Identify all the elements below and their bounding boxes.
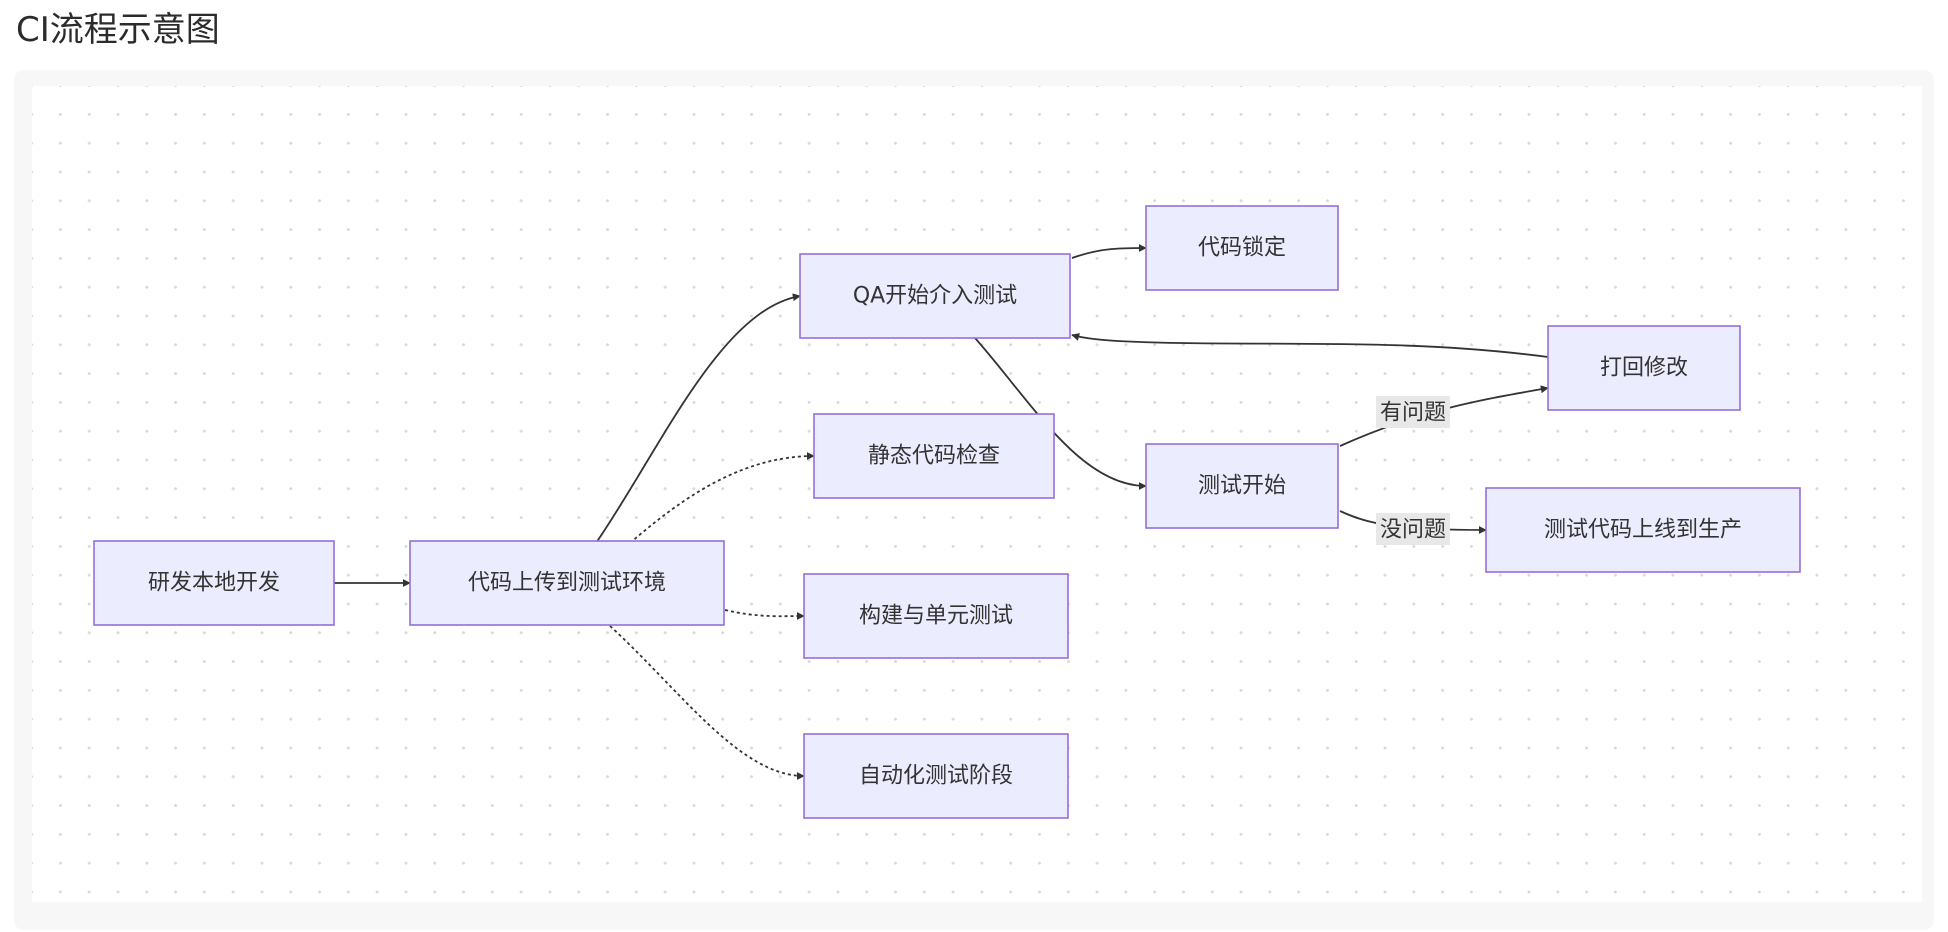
svg-text:测试代码上线到生产: 测试代码上线到生产 xyxy=(1544,518,1742,543)
edge-label-has-issue-bg xyxy=(1376,396,1450,428)
node-build-unit-test[interactable]: 构建与单元测试 xyxy=(803,573,1069,659)
svg-text:研发本地开发: 研发本地开发 xyxy=(148,571,280,596)
edge-qa-start-to-test-start xyxy=(974,337,1147,490)
edge-qa-start-to-code-lock xyxy=(1071,244,1147,259)
node-static-check[interactable]: 静态代码检查 xyxy=(813,413,1055,499)
svg-text:代码上传到测试环境: 代码上传到测试环境 xyxy=(468,571,666,596)
node-local-dev[interactable]: 研发本地开发 xyxy=(93,540,335,626)
svg-text:测试开始: 测试开始 xyxy=(1198,474,1286,499)
svg-text:QA开始介入测试: QA开始介入测试 xyxy=(853,284,1017,309)
edge-upload-to-auto-test xyxy=(609,625,805,780)
node-auto-test[interactable]: 自动化测试阶段 xyxy=(803,733,1069,819)
edge-send-back-to-qa-start xyxy=(1071,333,1549,358)
node-qa-start[interactable]: QA开始介入测试 xyxy=(799,253,1071,339)
edge-label-has-issue: 有问题 xyxy=(1380,401,1446,426)
node-code-lock[interactable]: 代码锁定 xyxy=(1145,205,1339,291)
edge-upload-to-qa-start xyxy=(595,293,801,544)
node-test-start[interactable]: 测试开始 xyxy=(1145,443,1339,529)
edge-upload-to-build-unit-test xyxy=(724,609,805,621)
node-deploy-prod[interactable]: 测试代码上线到生产 xyxy=(1485,487,1801,573)
edge-label-no-issue: 没问题 xyxy=(1380,518,1446,543)
edge-upload-to-static-check xyxy=(629,452,815,544)
svg-text:代码锁定: 代码锁定 xyxy=(1198,236,1286,261)
page-title: CI流程示意图 xyxy=(16,10,220,50)
node-upload-test-env[interactable]: 代码上传到测试环境 xyxy=(409,540,725,626)
svg-text:构建与单元测试: 构建与单元测试 xyxy=(859,604,1013,629)
svg-text:打回修改: 打回修改 xyxy=(1600,356,1688,381)
svg-text:静态代码检查: 静态代码检查 xyxy=(868,444,1000,469)
edge-label-no-issue-bg xyxy=(1376,513,1450,545)
svg-text:自动化测试阶段: 自动化测试阶段 xyxy=(859,764,1013,789)
node-send-back[interactable]: 打回修改 xyxy=(1547,325,1741,411)
